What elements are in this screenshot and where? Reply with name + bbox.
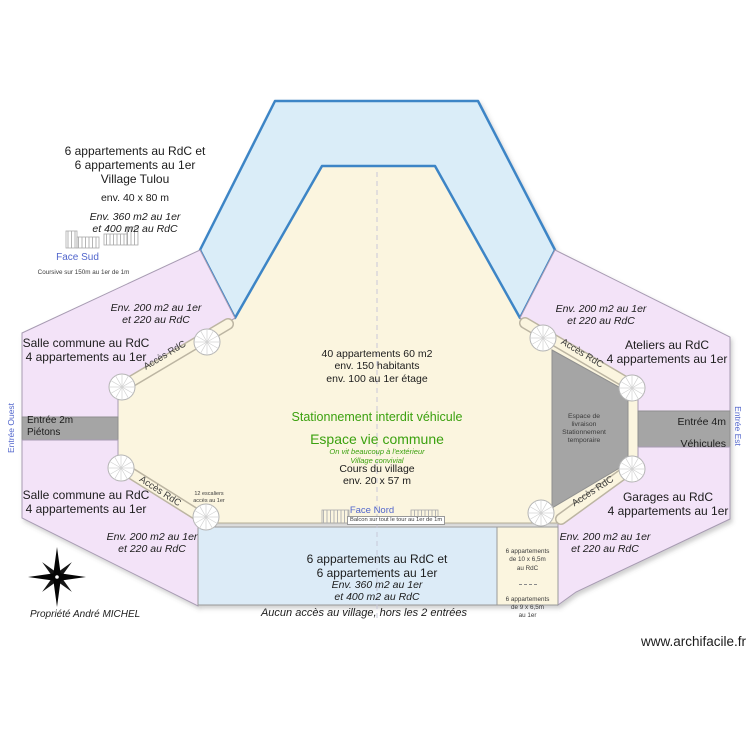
west-upper-area-label: Env. 200 m2 au 1er et 220 au RdC [110,302,202,327]
west-lower-area-label: Env. 200 m2 au 1er et 220 au RdC [106,531,198,556]
spiral-stair-icon [527,499,555,527]
spiral-stair-icon [192,503,220,531]
east-upper-area-label: Env. 200 m2 au 1er et 220 au RdC [555,303,647,328]
north-building-label: 6 appartements au RdC et 6 appartements … [306,552,448,581]
west-entrance-label: Entrée 2m Piétons [27,415,74,438]
west-upper-name-label: Salle commune au RdC 4 appartements au 1… [22,336,150,365]
north-units-rdc-label: 6 appartements de 10 x 6,5m au RdC [505,548,550,572]
spiral-stair-icon [618,374,646,402]
north-units-1er-label: 6 appartements de 9 x 6,5m au 1er [505,596,550,620]
compass-rose-icon [28,547,86,607]
north-area-label: Env. 360 m2 au 1er et 400 m2 au RdC [331,579,423,604]
north-no-access-note: Aucun accès au village, hors les 2 entré… [260,607,468,619]
spiral-stair-icon [108,373,136,401]
court-no-parking-label: Stationnement interdit véhicule [291,410,463,424]
west-side-label: Entrée Ouest [5,402,16,454]
north-balcony-note: Balcon sur tout le tour au 1er de 1m [347,516,446,525]
court-size-label: Cours du village env. 20 x 57 m [339,463,415,488]
owner-label: Propriété André MICHEL [30,609,141,620]
north-units-box: 6 appartements de 10 x 6,5m au RdC 6 app… [498,540,557,629]
east-upper-name-label: Ateliers au RdC 4 appartements au 1er [606,338,728,367]
south-size-label: env. 40 x 80 m [100,192,170,204]
east-entrance-label: Entrée 4m Véhicules [677,416,726,450]
court-tagline-label: On vit beaucoup à l'extérieur Village co… [329,447,425,466]
court-common-space-label: Espace vie commune [310,431,444,447]
east-lower-area-label: Env. 200 m2 au 1er et 220 au RdC [559,531,651,556]
spiral-stair-icon [107,454,135,482]
east-lower-name-label: Garages au RdC 4 appartements au 1er [607,490,729,519]
spiral-stair-icon [529,324,557,352]
legend-stairs-icon [65,226,139,249]
delivery-zone-label: Espace de livraison Stationnement tempor… [562,413,606,445]
north-face-label: Face Nord [349,505,395,516]
court-stats-label: 40 appartements 60 m2 env. 150 habitants… [321,348,433,385]
units-divider [518,583,537,585]
south-face-label: Face Sud [56,252,99,263]
stairs-count-note: 12 escaliers accès au 1er [193,491,225,505]
north-units-region[interactable] [496,526,559,606]
south-coursive-note: Coursive sur 150m au 1er de 1m [37,269,130,276]
spiral-stair-icon [618,455,646,483]
south-area-label: Env. 360 m2 au 1er et 400 m2 au RdC [89,211,181,236]
east-side-label: Entrée Est [733,406,744,446]
west-lower-name-label: Salle commune au RdC 4 appartements au 1… [22,488,150,517]
south-building-label: 6 appartements au RdC et 6 appartements … [64,144,206,187]
watermark: www.archifacile.fr [640,634,746,649]
spiral-stair-icon [193,328,221,356]
walkway-lower-left [116,462,209,524]
